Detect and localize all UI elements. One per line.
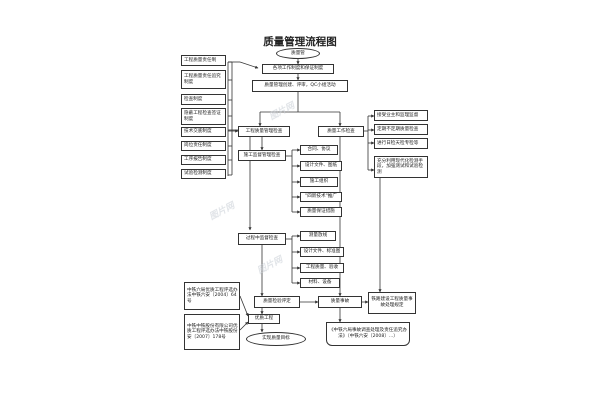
supervise-item-1: 设计文件、图纸 [300,161,342,171]
left-item-6: 工序报告制度 [181,155,226,165]
right-item-1: 定期不定期质量检查 [374,124,428,135]
midcheck-item-0: 测量放线 [300,231,336,241]
lead-node: 各项工作制度和保证制度 [262,64,334,74]
page-title: 质量管理流程图 [263,36,337,48]
rework-node: 实现质量目标 [246,332,306,346]
supervise-item-4: 质量保证措施 [300,207,342,217]
supervise-item-2: 施工组织 [300,177,338,187]
midcheck-item-3: 材料、设备 [300,278,340,288]
eval-node: 质量检验评定 [254,296,300,308]
left-item-0: 工程质量责任制 [181,55,226,66]
midcheck-node: 过程中监督检查 [238,233,286,245]
left-item-4: 技术交底制度 [181,127,226,137]
excellent-node: 优质工程 [248,314,280,324]
right-item-0: 接受业主和监理监督 [374,110,428,121]
work-node: 质量工作检查 [318,126,364,137]
midcheck-item-1: 设计文件、标准图 [300,247,344,257]
report-node: 铁路建设工程质量事故处理规定 [368,292,416,314]
check-node: 工程质量管理检查 [238,126,290,137]
bottom-doc-node: 《中铁六局事故调查处理及责任追究办法》（中铁六安〔2008〕...） [326,322,410,346]
left-item-3: 隐蔽工程检查签证制度 [181,108,226,125]
qc-node: 质量管理创建、评审，QC小组活动 [252,80,348,92]
left-item-7: 试验检测制度 [181,169,226,179]
midcheck-item-2: 工程质量、验收 [300,263,344,273]
accident-node: 质量事故 [318,296,362,308]
supervise-item-3: "四新技术"推广 [300,192,342,202]
right-item-3: 充分利用现代化检测手段，加强测试和试验检测 [374,156,428,178]
left-doc-0: 中铁六局优质工程评选办法中铁六安〔2004〕64号 [184,282,240,310]
left-item-2: 检查制度 [181,94,226,105]
supervise-node: 施工监督管理检查 [238,150,286,161]
right-item-2: 进行日检天检专检等 [374,138,428,149]
start-node: 质量管 [276,48,320,59]
left-item-5: 岗位责任制度 [181,141,226,151]
supervise-item-0: 合同、协议 [300,145,338,155]
left-doc-1: 中铁中铁股份有限公司优质工程评选办法中铁股份安〔2007〕178号 [184,314,240,350]
left-item-1: 工程质量责任追究制度 [181,70,226,89]
